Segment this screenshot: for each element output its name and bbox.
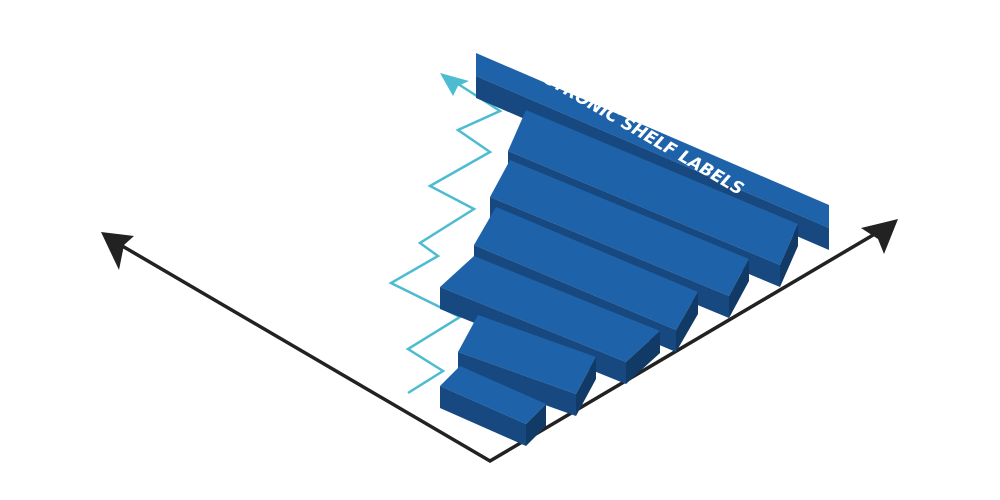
bar-4-top: [474, 207, 698, 330]
bar-2-top: [508, 110, 798, 265]
bar-6-front: [458, 352, 576, 416]
axes: [101, 219, 898, 464]
left-axis-arrowhead: [101, 232, 134, 270]
zigzag-path: [388, 80, 503, 395]
bar-7-front: [440, 386, 526, 446]
bar-1-top: [476, 53, 829, 228]
bar-7-top: [440, 366, 546, 424]
bar-7-end: [526, 404, 546, 446]
bar-stack: [440, 53, 829, 446]
trend-line: [388, 73, 503, 395]
bar-3-end: [729, 259, 749, 318]
bar-5-end: [626, 331, 660, 384]
bar-3-top: [490, 160, 749, 296]
axis-lines: [111, 226, 886, 464]
bar-6-end: [576, 357, 596, 416]
bar-5-top: [440, 256, 660, 362]
right-axis-arrowhead: [861, 219, 898, 254]
trend-arrowhead: [440, 73, 469, 96]
bar-6-top: [458, 315, 596, 394]
bar-2-end: [780, 224, 798, 287]
bar-4-end: [676, 292, 698, 352]
